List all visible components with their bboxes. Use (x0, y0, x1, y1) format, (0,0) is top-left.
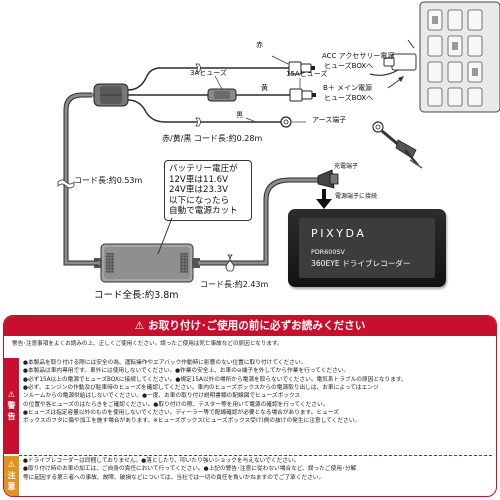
label-connect-terminal: 電源端子に接続 (335, 193, 378, 200)
warning-item: ボックスのフタに傷や加工を施す場合があります。※ヒューズボックス(ヒューズボック… (23, 418, 361, 425)
add-fuse-connector-acc (288, 61, 315, 75)
label-acc-fusebox: ヒューズBOXへ (324, 62, 374, 70)
warning-item: ●本製品は車内専用です。車外には使用しないでください。●作業の安全上、お車の⊖端… (23, 368, 350, 375)
warning-item: ●必ず15A以上の電源でヒューズBOXに接続してください。●規定15A以外の場所… (23, 376, 407, 383)
caution-label-char: 意 (7, 482, 16, 491)
caution-icon: ⚠ (7, 460, 16, 469)
warning-triangle-icon: ⚠ (134, 320, 145, 332)
cord-break-marks (57, 179, 235, 272)
recorder-brand: PIXYDA (311, 227, 367, 240)
warning-icon: ⚠ (7, 390, 16, 399)
connect-arrow-icon (316, 189, 332, 209)
callout-line: 24V車は23.3V (169, 185, 229, 196)
add-fuse-connector-main (289, 88, 316, 102)
label-red-wire: 赤 (256, 41, 263, 49)
leader-lines (214, 55, 306, 123)
warning-item: ●本製品を取り付ける際には安全の為、運転操作やエアバック作動時に影響のない位置に… (23, 360, 307, 366)
warning-item: ンルームからの電源供給はしないでください。●一度、お車の取り付け説明書類の配線図… (23, 393, 301, 400)
label-wire-colors: 赤/黄/黒 コード長:約0.28m (162, 134, 263, 143)
label-cord-053: コード長:約0.53m (74, 176, 143, 185)
recorder-model-subtitle: 360EYE ドライブレコーダー (311, 259, 411, 268)
label-black-wire: 黒 (236, 111, 243, 119)
label-charge-terminal: 充電端子 (334, 163, 359, 170)
callout-line: 以下になったら (169, 195, 230, 206)
wiring-diagram: 赤 ACC アクセサリー電源 ヒューズBOXへ 3Aヒューズ 15Aヒューズ 黄… (57, 1, 500, 301)
section-divider (19, 455, 492, 456)
label-cord-total: コード全長:約3.8m (94, 290, 179, 301)
ferrite-core (93, 83, 129, 107)
callout-line: 自動で電源カット (169, 206, 238, 217)
recorder-screen: PIXYDA PDR600SV 360EYE ドライブレコーダー (299, 218, 435, 278)
warning-item: ●必ず、エンジンの作動及び駐車時のヒューズを確認してください。車内のヒューズボッ… (23, 384, 379, 391)
branch-wires (127, 67, 293, 123)
caution-side-label: ⚠ 注 意 (4, 456, 19, 496)
power-unit-body (94, 243, 200, 283)
power-cords (64, 93, 320, 265)
earth-terminal-illustration (372, 121, 423, 169)
notice-intro: 警告･注意事項をよくお読みの上、正しくご使用ください。誤ったご使用は死亡事故など… (12, 341, 283, 347)
wiring-svg (57, 1, 500, 283)
earth-ring (280, 116, 292, 128)
safety-notice-panel: ⚠お取り付け･ご使用の前に必ずお読みください 警告･注意事項をよくお読みの上、正… (3, 315, 497, 497)
wire-break-marks (195, 63, 201, 127)
label-15a-fuse: 15Aヒューズ (286, 70, 328, 78)
battery-cutoff-callout: バッテリー電圧が 12V車は11.6V 24V車は23.3V 以下になったら 自… (164, 160, 252, 221)
caution-item: ●ドライブレコーダーは同梱しておりません。●落としたり、叩いたり強いショックを与… (23, 458, 300, 464)
warning-items: ●本製品を取り付ける際には安全の為、運転操作やエアバック作動時に影響のない位置に… (19, 358, 496, 454)
notice-header: ⚠お取り付け･ご使用の前に必ずお読みください (4, 316, 496, 336)
warning-label-char: 告 (7, 412, 16, 421)
caution-item: 等に起因する第三者への事故、故障、破損などについては、当社では一切の責任を負いか… (23, 474, 325, 481)
label-acc-power: ACC アクセサリー電源 (322, 52, 395, 60)
warning-item: の位置や各ヒューズのはたらきをご確認ください。●取り付けの際、テスター等を用いて… (23, 401, 329, 408)
label-bplus-fusebox: ヒューズBOXへ (324, 94, 374, 102)
callout-line: 12V車は11.6V (169, 174, 229, 185)
callout-pointer (157, 218, 173, 255)
caution-label-char: 注 (7, 471, 16, 480)
callout-line: バッテリー電圧が (169, 164, 238, 174)
notice-title: お取り付け･ご使用の前に必ずお読みください (148, 320, 366, 332)
warning-section: ⚠ 警 告 ●本製品を取り付ける際には安全の為、運転操作やエアバック作動時に影響… (4, 358, 496, 454)
fuse-box-illustration (369, 1, 500, 113)
label-bplus-power: B＋ メイン電源 (323, 84, 373, 92)
inline-fuse-3a (207, 88, 237, 102)
label-earth-terminal: アース端子 (312, 116, 347, 124)
caution-section: ⚠ 注 意 ●ドライブレコーダーは同梱しておりません。●落としたり、叩いたり強い… (4, 456, 496, 496)
caution-item: ●取り付け時のお車の加工は、ご自身の責任において行ってください。●上記の警告･注… (23, 466, 357, 473)
drive-recorder-illustration: PIXYDA PDR600SV 360EYE ドライブレコーダー (288, 209, 446, 287)
caution-items: ●ドライブレコーダーは同梱しておりません。●落としたり、叩いたり強いショックを与… (19, 456, 496, 496)
warning-item: ●ヒューズは指定容量以外のものを使用しないでください。ディーラー等で配線確認が必… (23, 409, 339, 416)
cord-outlines (63, 92, 318, 266)
label-3a-fuse: 3Aヒューズ (190, 69, 227, 77)
warning-label-char: 警 (7, 401, 16, 410)
recorder-model: PDR600SV (311, 248, 345, 256)
label-yellow-wire: 黄 (261, 84, 268, 92)
power-plug (317, 169, 339, 189)
warning-side-label: ⚠ 警 告 (4, 358, 19, 454)
label-cord-243: コード長:約2.43m (200, 280, 269, 289)
